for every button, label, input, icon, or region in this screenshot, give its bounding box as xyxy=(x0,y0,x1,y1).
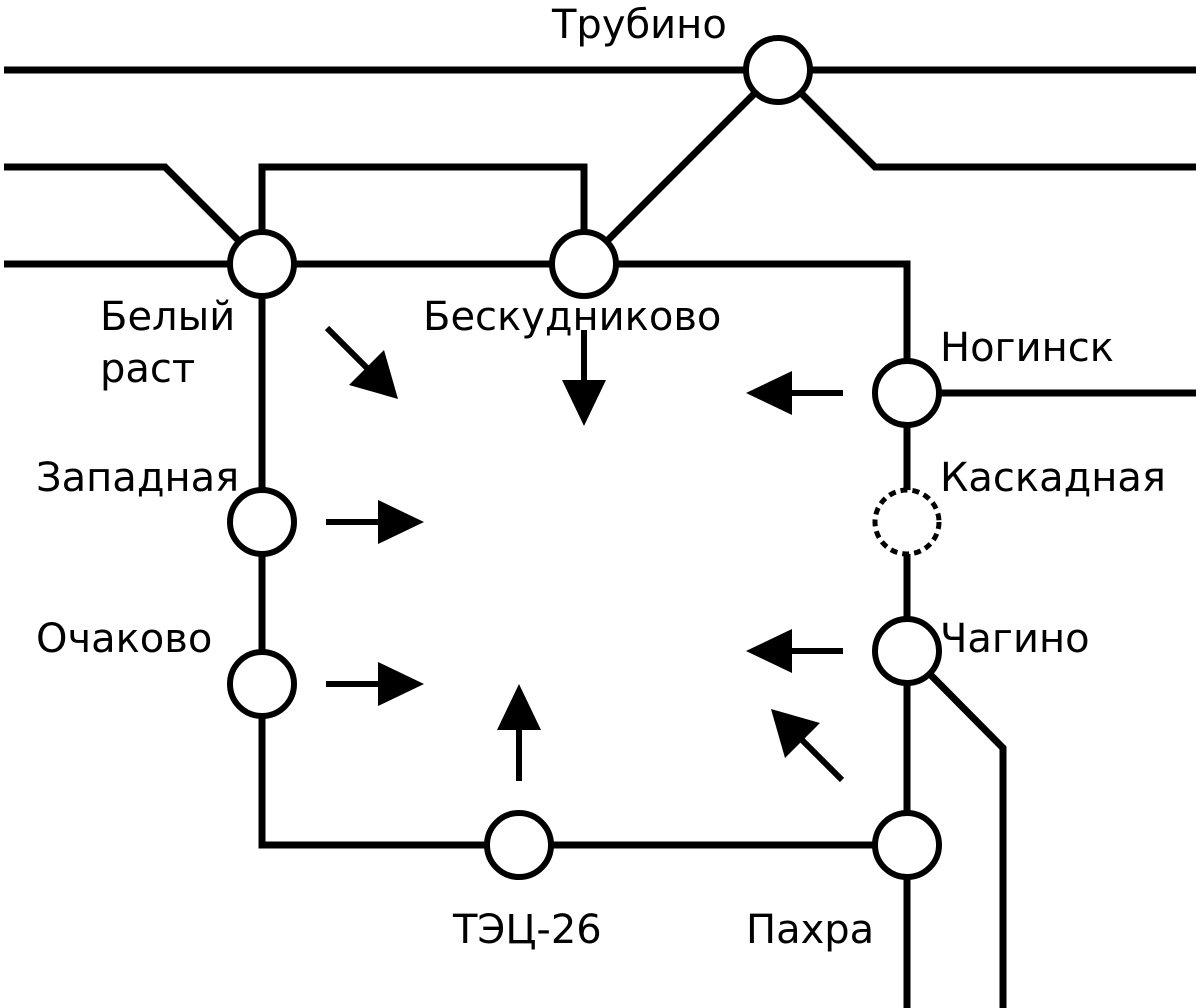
arrow-zapadnaya-in xyxy=(326,500,424,544)
flow-arrows xyxy=(324,325,845,783)
label-tets26: ТЭЦ-26 xyxy=(452,907,602,953)
station-node-noginsk xyxy=(872,358,942,428)
label-pakhra: Пахра xyxy=(746,907,874,953)
line-bely-beskudnikovo-loop xyxy=(258,163,588,264)
label-bely-rast-1: Белый xyxy=(100,294,235,340)
label-zapadnaya: Западная xyxy=(36,455,239,501)
station-node-ochakovo xyxy=(227,649,297,719)
line-trubino-east-branch xyxy=(775,67,1196,171)
station-node-trubino xyxy=(743,35,813,105)
station-node-pakhra xyxy=(872,810,942,880)
arrow-chagino-in xyxy=(746,629,843,673)
label-kaskadnaya: Каскадная xyxy=(940,455,1166,501)
line-beskudnikovo-trubino xyxy=(581,67,781,267)
label-ochakovo: Очаково xyxy=(36,616,212,662)
arrow-north-in xyxy=(562,330,606,426)
station-node-kaskadnaya xyxy=(872,487,942,557)
line-chagino-branch xyxy=(904,648,1007,1008)
label-chagino: Чагино xyxy=(940,616,1090,662)
arrow-northwest-in xyxy=(324,325,398,399)
arrow-southeast-in xyxy=(771,709,845,783)
line-ring-north xyxy=(4,260,911,393)
station-node-bely-rast xyxy=(227,229,297,299)
arrow-ochakovo-in xyxy=(326,662,424,706)
line-west-branch xyxy=(4,163,265,267)
label-noginsk: Ногинск xyxy=(940,325,1114,371)
station-node-zapadnaya xyxy=(227,487,297,557)
station-labels: Трубино Белый раст Бескудниково Ногинск … xyxy=(36,2,1166,953)
station-node-chagino xyxy=(872,616,942,686)
label-bely-rast-2: раст xyxy=(100,346,195,392)
arrow-noginsk-in xyxy=(746,371,843,415)
station-nodes xyxy=(227,35,942,880)
transmission-lines xyxy=(4,66,1196,1008)
arrow-south-in xyxy=(497,684,541,781)
station-node-beskudnikovo xyxy=(549,229,619,299)
label-beskudnikovo: Бескудниково xyxy=(423,294,721,340)
line-ring-west-south xyxy=(258,264,907,849)
station-node-tets26 xyxy=(484,810,554,880)
label-trubino: Трубино xyxy=(551,2,727,48)
